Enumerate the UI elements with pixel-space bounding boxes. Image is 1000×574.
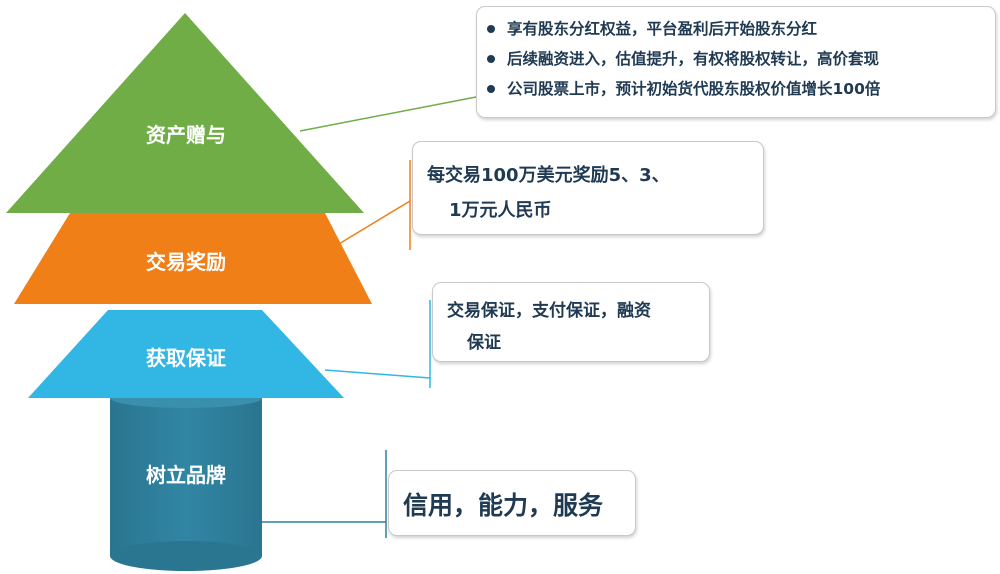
connector-asset-gift <box>299 96 477 132</box>
triangle-asset-gift <box>6 13 364 213</box>
asset-gift-bullet: 公司股票上市，预计初始货代股东股权价值增长100倍 <box>483 74 995 104</box>
trapezoid-guarantee <box>28 310 344 398</box>
level-label-asset-gift: 资产赠与 <box>146 123 226 147</box>
connector-trade-reward <box>323 160 411 254</box>
trade-reward-text-line1: 每交易100万美元奖励5、3、 <box>427 165 670 186</box>
trade-reward-text-line2: 1万元人民币 <box>449 200 552 221</box>
asset-gift-bullet: 享有股东分红权益，平台盈利后开始股东分红 <box>483 14 995 44</box>
callout-asset-gift: 享有股东分红权益，平台盈利后开始股东分红 后续融资进入，估值提升，有权将股权转让… <box>476 6 996 118</box>
callout-guarantee: 交易保证，支付保证，融资 保证 <box>432 282 710 362</box>
callout-trade-reward: 每交易100万美元奖励5、3、 1万元人民币 <box>412 141 764 235</box>
level-label-guarantee: 获取保证 <box>146 346 226 370</box>
asset-gift-bullet-list: 享有股东分红权益，平台盈利后开始股东分红 后续融资进入，估值提升，有权将股权转让… <box>483 14 995 104</box>
trapezoid-trade-reward <box>14 213 372 304</box>
guarantee-text-line1: 交易保证，支付保证，融资 <box>447 301 651 321</box>
asset-gift-bullet: 后续融资进入，估值提升，有权将股权转让，高价套现 <box>483 44 995 74</box>
connector-brand <box>262 450 387 538</box>
brand-text: 信用，能力，服务 <box>403 491 604 520</box>
callout-brand: 信用，能力，服务 <box>388 470 636 536</box>
guarantee-text-line2: 保证 <box>467 333 501 353</box>
level-label-brand: 树立品牌 <box>146 463 226 487</box>
connector-guarantee <box>324 300 431 388</box>
level-label-trade-reward: 交易奖励 <box>146 250 226 274</box>
